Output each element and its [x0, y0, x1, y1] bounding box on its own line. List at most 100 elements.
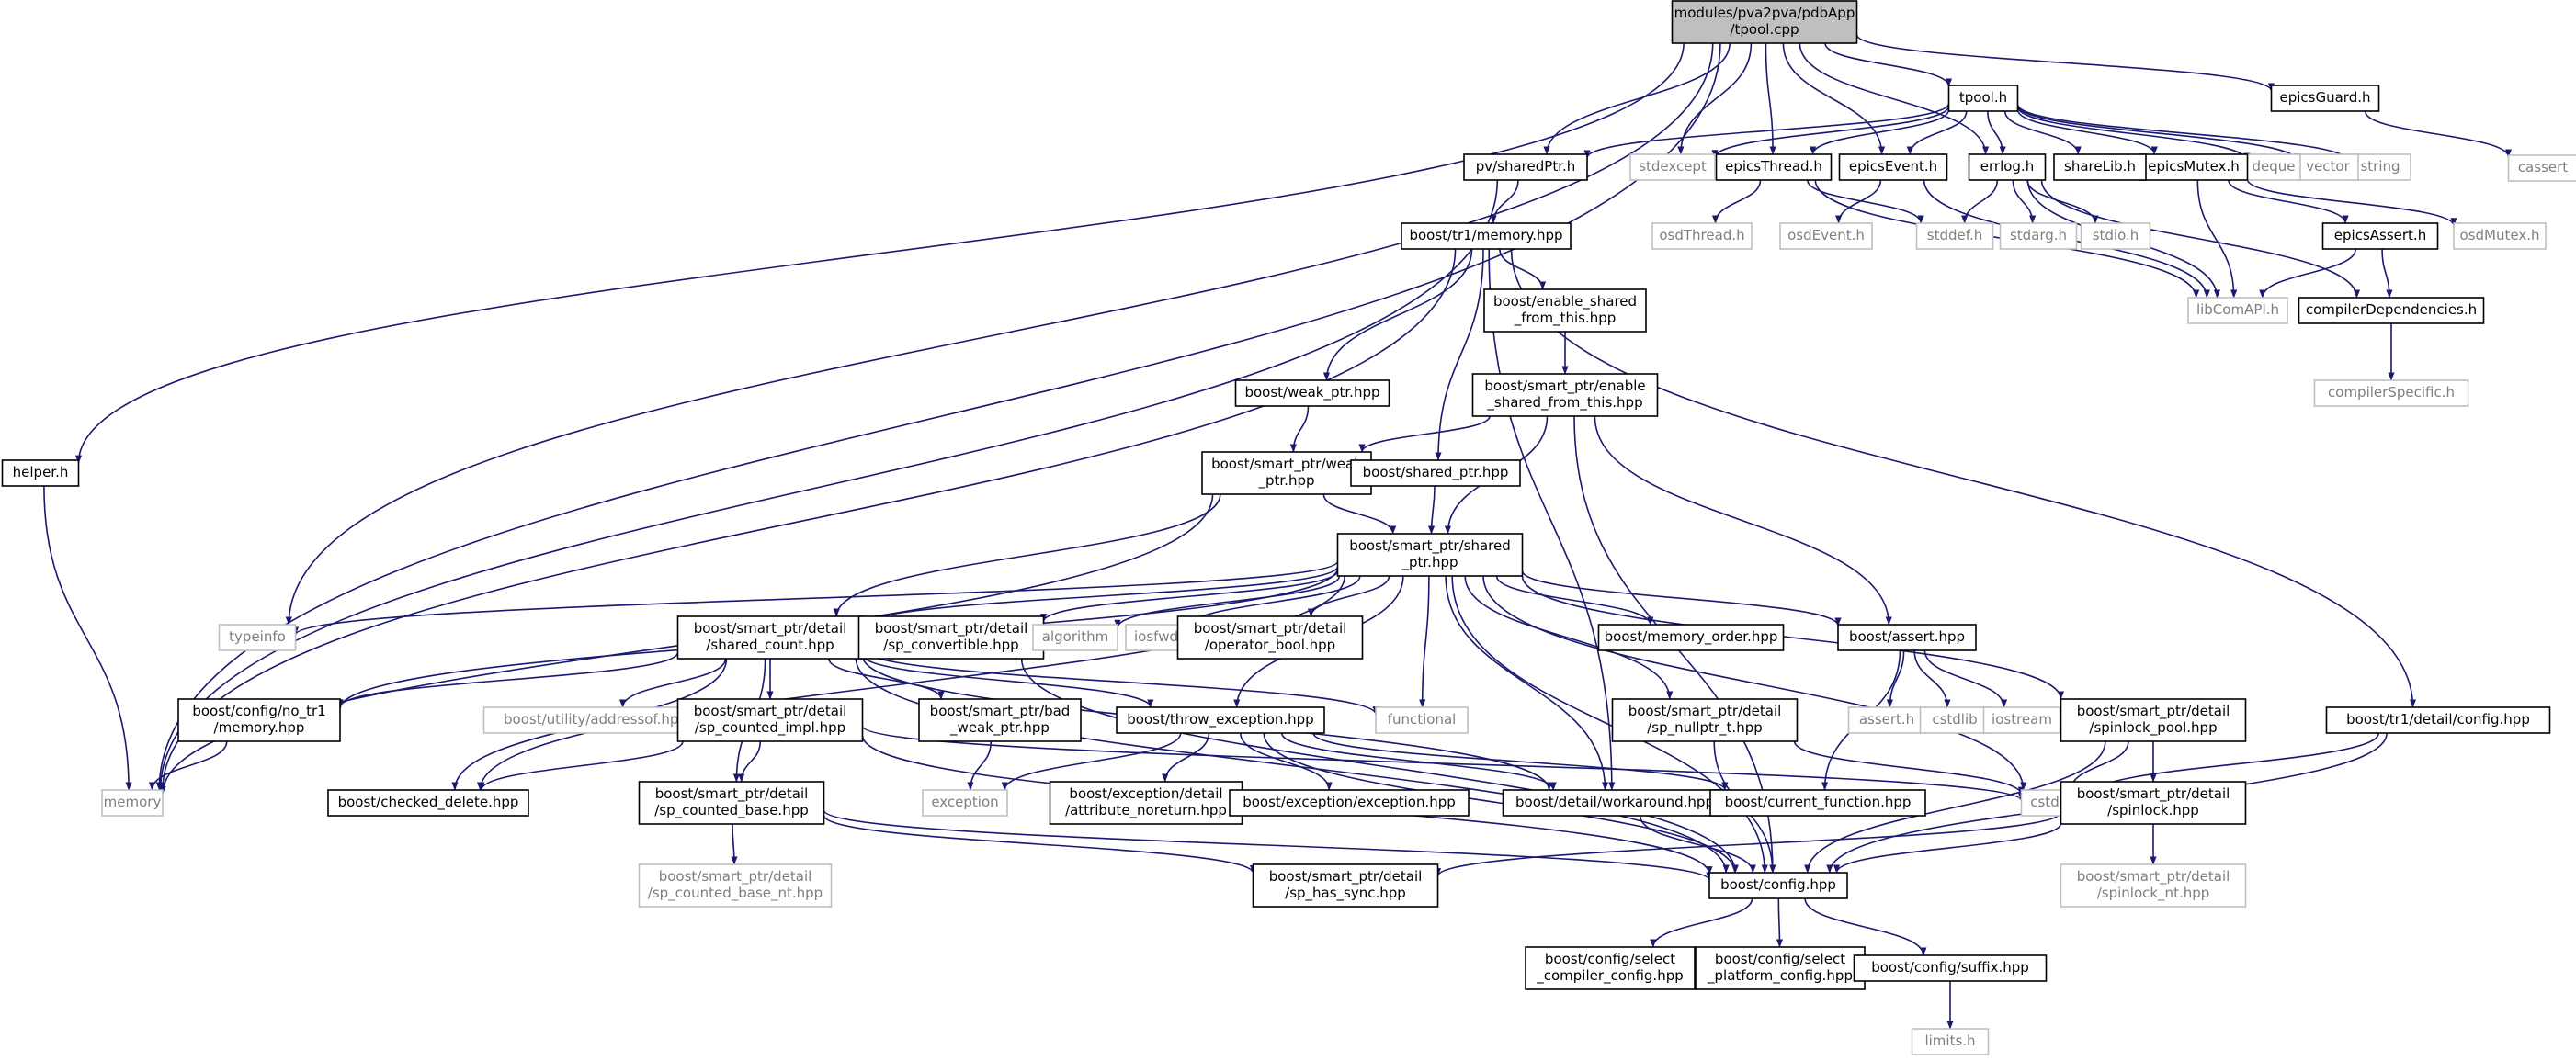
node-current-function[interactable]: boost/current_function.hpp: [1709, 789, 1926, 817]
node-shared-count[interactable]: boost/smart_ptr/detail/shared_count.hpp: [676, 615, 864, 660]
edge-tpool-h-to-vector: [2016, 105, 2301, 162]
node-throw-exception[interactable]: boost/throw_exception.hpp: [1116, 706, 1325, 734]
node-box: [2349, 153, 2411, 181]
node-cassert[interactable]: cassert: [2507, 154, 2576, 182]
node-operator-bool[interactable]: boost/smart_ptr/detail/operator_bool.hpp: [1176, 615, 1364, 660]
node-no-tr1-memory[interactable]: boost/config/no_tr1/memory.hpp: [177, 698, 341, 742]
node-sp-convertible[interactable]: boost/smart_ptr/detail/sp_convertible.hp…: [857, 615, 1045, 660]
node-spinlock-nt[interactable]: boost/smart_ptr/detail/spinlock_nt.hpp: [2060, 863, 2247, 908]
node-osdEvent-h[interactable]: osdEvent.h: [1779, 222, 1873, 250]
node-epicsAssert-h[interactable]: epicsAssert.h: [2321, 222, 2439, 250]
node-label: /spinlock.hpp: [2107, 802, 2199, 818]
node-limits-h[interactable]: limits.h: [1911, 1028, 1990, 1055]
node-pv-sharedPtr-h[interactable]: pv/sharedPtr.h: [1463, 153, 1588, 181]
edge-epicsThread-h-to-osdThread-h: [1711, 179, 1762, 224]
node-cstdlib[interactable]: cstdlib: [1919, 706, 1991, 734]
edge-sp-shared-ptr-to-sp-nullptr-t: [1464, 575, 1674, 700]
node-sp-counted-base[interactable]: boost/smart_ptr/detail/sp_counted_base.h…: [638, 781, 825, 825]
node-box: [1463, 153, 1588, 181]
node-exception[interactable]: exception: [922, 789, 1008, 817]
node-select-platform[interactable]: boost/config/select_platform_config.hpp: [1695, 946, 1866, 990]
node-box: [482, 706, 709, 734]
node-root[interactable]: modules/pva2pva/pdbApp/tpool.cpp: [1671, 0, 1858, 44]
node-attribute-noreturn[interactable]: boost/exception/detail/attribute_noretur…: [1049, 781, 1243, 825]
node-label: /sp_has_sync.hpp: [1285, 885, 1406, 902]
node-label: _from_this.hpp: [1514, 310, 1617, 327]
node-epicsGuard-h[interactable]: epicsGuard.h: [2270, 85, 2380, 112]
node-sp-counted-impl[interactable]: boost/smart_ptr/detail/sp_counted_impl.h…: [676, 698, 864, 742]
node-label: stdexcept: [1639, 158, 1707, 175]
node-vector[interactable]: vector: [2297, 153, 2359, 181]
node-stdio-h[interactable]: stdio.h: [2080, 222, 2151, 250]
edge-errlog-h-to-stdio-h: [2026, 179, 2099, 224]
node-libComAPI-h[interactable]: libComAPI.h: [2187, 297, 2288, 324]
node-sp-has-sync[interactable]: boost/smart_ptr/detail/sp_has_sync.hpp: [1252, 863, 1439, 908]
edge-epicsEvent-h-to-osdEvent-h: [1835, 179, 1882, 224]
node-weak-ptr[interactable]: boost/weak_ptr.hpp: [1234, 379, 1390, 407]
node-box: [1915, 222, 1994, 250]
node-deque[interactable]: deque: [2246, 153, 2301, 181]
node-shared-ptr[interactable]: boost/shared_ptr.hpp: [1350, 459, 1521, 487]
dependency-edges: [43, 34, 2513, 1030]
node-stdarg-h[interactable]: stdarg.h: [1999, 222, 2078, 250]
edge-shared-count-to-throw-exception: [861, 654, 1154, 708]
edge-boost-config-to-select-compiler: [1650, 897, 1753, 948]
node-label: _platform_config.hpp: [1707, 967, 1853, 985]
node-box: [1525, 946, 1696, 990]
node-bad-weak-ptr[interactable]: boost/smart_ptr/bad_weak_ptr.hpp: [918, 698, 1082, 742]
node-functional[interactable]: functional: [1375, 706, 1469, 734]
node-spinlock-pool[interactable]: boost/smart_ptr/detail/spinlock_pool.hpp: [2060, 698, 2247, 742]
node-label: boost/smart_ptr/detail: [2077, 785, 2230, 803]
node-assert-h[interactable]: assert.h: [1847, 706, 1926, 734]
node-suffix[interactable]: boost/config/suffix.hpp: [1853, 954, 2048, 982]
node-compilerSpecific-h[interactable]: compilerSpecific.h: [2313, 379, 2469, 407]
node-sp-counted-base-nt[interactable]: boost/smart_ptr/detail/sp_counted_base_n…: [638, 863, 833, 908]
node-tr1-detail-config[interactable]: boost/tr1/detail/config.hpp: [2325, 706, 2551, 734]
edge-weak-ptr-to-sp-weak-ptr: [1289, 405, 1310, 453]
node-box: [676, 615, 864, 660]
node-label: _weak_ptr.hpp: [949, 719, 1050, 737]
node-workaround[interactable]: boost/detail/workaround.hpp: [1502, 789, 1728, 817]
node-osdMutex-h[interactable]: osdMutex.h: [2453, 222, 2547, 250]
node-boost-config[interactable]: boost/config.hpp: [1708, 872, 1848, 899]
node-sp-shared-ptr[interactable]: boost/smart_ptr/shared_ptr.hpp: [1336, 533, 1524, 577]
node-box: [1483, 288, 1647, 333]
node-enable-shared-from-this[interactable]: boost/enable_shared_from_this.hpp: [1483, 288, 1647, 333]
edge-sp-shared-ptr-to-spinlock-pool: [1521, 575, 2065, 700]
node-sp-nullptr-t[interactable]: boost/smart_ptr/detail/sp_nullptr_t.hpp: [1611, 698, 1799, 742]
node-addressof[interactable]: boost/utility/addressof.hpp: [482, 706, 709, 734]
node-checked-delete[interactable]: boost/checked_delete.hpp: [327, 789, 529, 817]
node-box: [1229, 789, 1470, 817]
node-spinlock[interactable]: boost/smart_ptr/detail/spinlock.hpp: [2060, 781, 2247, 825]
node-typeinfo[interactable]: typeinfo: [218, 624, 297, 651]
node-iostream[interactable]: iostream: [1982, 706, 2061, 734]
node-memory[interactable]: memory: [101, 789, 164, 817]
node-sp-enable-shared[interactable]: boost/smart_ptr/enable_shared_from_this.…: [1471, 373, 1659, 417]
node-boost-assert[interactable]: boost/assert.hpp: [1837, 624, 1977, 651]
node-compilerDependencies-h[interactable]: compilerDependencies.h: [2298, 297, 2485, 324]
node-box: [2325, 706, 2551, 734]
node-tpool-h[interactable]: tpool.h: [1947, 85, 2019, 112]
node-boost-tr1-memory[interactable]: boost/tr1/memory.hpp: [1401, 222, 1572, 250]
node-label: helper.h: [13, 464, 69, 480]
node-sp-weak-ptr[interactable]: boost/smart_ptr/weak_ptr.hpp: [1201, 451, 1372, 495]
edge-boost-config-to-suffix: [1804, 897, 1927, 956]
node-label: limits.h: [1924, 1033, 1975, 1049]
node-errlog-h[interactable]: errlog.h: [1968, 153, 2047, 181]
node-shareLib-h[interactable]: shareLib.h: [2053, 153, 2147, 181]
node-epicsEvent-h[interactable]: epicsEvent.h: [1838, 153, 1948, 181]
node-epicsMutex-h[interactable]: epicsMutex.h: [2139, 153, 2249, 181]
node-epicsThread-h[interactable]: epicsThread.h: [1715, 153, 1833, 181]
node-algorithm[interactable]: algorithm: [1032, 624, 1118, 651]
node-string[interactable]: string: [2349, 153, 2411, 181]
node-memory-order[interactable]: boost/memory_order.hpp: [1597, 624, 1785, 651]
node-exception-hpp[interactable]: boost/exception/exception.hpp: [1229, 789, 1470, 817]
node-label: osdEvent.h: [1787, 227, 1865, 243]
node-stddef-h[interactable]: stddef.h: [1915, 222, 1994, 250]
node-helper-h[interactable]: helper.h: [1, 459, 80, 487]
node-select-compiler[interactable]: boost/config/select_compiler_config.hpp: [1525, 946, 1696, 990]
node-box: [1708, 872, 1848, 899]
node-osdThread-h[interactable]: osdThread.h: [1651, 222, 1753, 250]
node-stdexcept[interactable]: stdexcept: [1629, 153, 1716, 181]
node-iosfwd[interactable]: iosfwd: [1125, 624, 1187, 651]
